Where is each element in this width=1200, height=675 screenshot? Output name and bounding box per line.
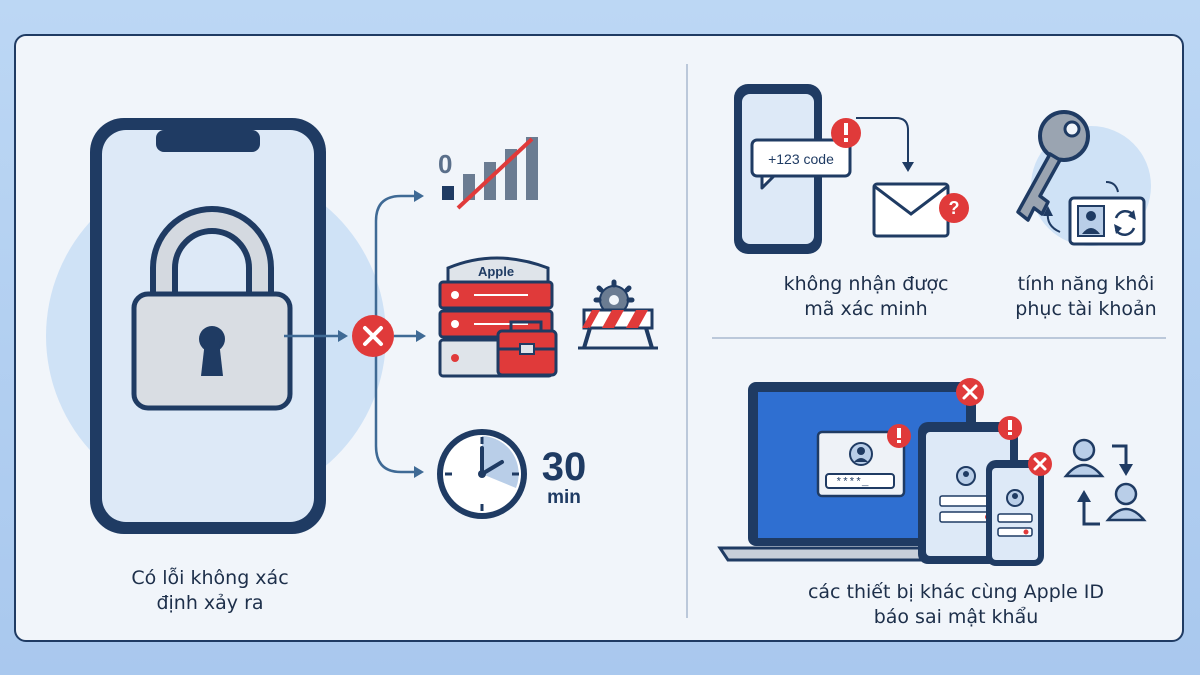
timer-unit: min (547, 487, 581, 508)
padlock-icon (131, 206, 293, 411)
recovery-caption-line2: phục tài khoản (1015, 298, 1157, 320)
id-card-icon (1068, 196, 1146, 246)
verification-caption-line2: mã xác minh (804, 298, 928, 320)
tablet-alert-icon (998, 416, 1022, 440)
recovery-caption-line1: tính năng khôi (1017, 273, 1155, 295)
arrow-head (902, 162, 914, 172)
left-caption: Có lỗi không xác định xảy ra (92, 566, 328, 616)
laptop-login-box: ****_ (816, 430, 906, 498)
sms-to-mail-arrow (856, 117, 909, 164)
devices-caption: các thiết bị khác cùng Apple ID báo sai … (766, 580, 1146, 630)
clock-icon (437, 429, 527, 519)
svg-text:?: ? (949, 198, 960, 218)
maintenance-barrier-icon (578, 279, 658, 350)
server-label: Apple (478, 264, 514, 279)
flow-arrows (284, 190, 426, 478)
sms-bubble: +123 code (750, 138, 852, 190)
verification-caption: không nhận được mã xác minh (736, 272, 996, 322)
card-arrow-top (1105, 181, 1119, 193)
devices-caption-line2: báo sai mật khẩu (873, 606, 1039, 628)
sms-code: +123 code (768, 151, 834, 167)
laptop-alert-icon (887, 424, 911, 448)
infographic-card: 0 Apple (14, 34, 1184, 642)
key-icon (1016, 110, 1090, 222)
diagram-canvas: 0 Apple (46, 64, 1166, 618)
no-signal-icon: 0 (438, 137, 538, 210)
question-icon: ? (939, 193, 969, 223)
left-caption-line1: Có lỗi không xác (131, 567, 289, 589)
sms-alert-icon (831, 118, 861, 148)
verification-caption-line1: không nhận được (783, 273, 949, 295)
timer-value: 30 (542, 445, 587, 489)
laptop-password: ****_ (835, 477, 868, 489)
devices-caption-line1: các thiết bị khác cùng Apple ID (807, 581, 1105, 603)
phone-close-icon (1028, 452, 1052, 476)
mini-phone (986, 460, 1044, 566)
signal-zero: 0 (438, 149, 452, 179)
user-sync-icon (1063, 438, 1147, 526)
envelope-icon (872, 182, 950, 238)
arrow-head (1043, 206, 1053, 216)
laptop-close-icon (956, 378, 984, 406)
toolbox-icon (496, 320, 558, 377)
recovery-caption: tính năng khôi phục tài khoản (1001, 272, 1171, 322)
left-caption-line2: định xảy ra (156, 592, 264, 614)
error-icon (352, 315, 394, 357)
